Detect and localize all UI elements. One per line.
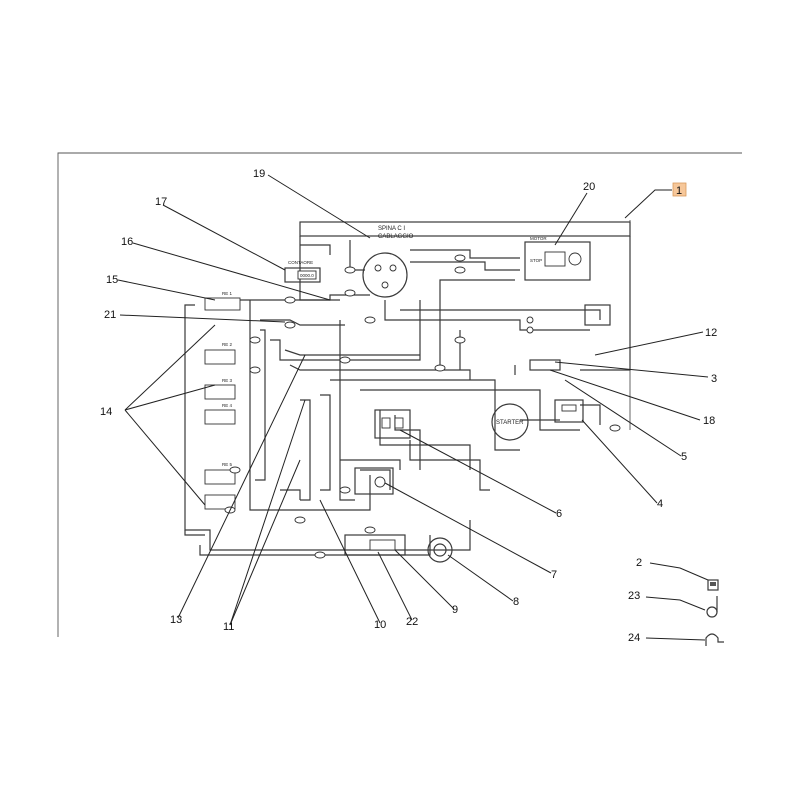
callout-16[interactable]: 16 [121,236,133,248]
harness-wiring [184,221,631,556]
callout-1[interactable]: 1 [676,185,682,197]
callout-19[interactable]: 19 [253,168,265,180]
highlight-box [672,182,687,197]
callout-7[interactable]: 7 [551,569,557,581]
callout-14[interactable]: 14 [100,406,112,418]
callout-22[interactable]: 22 [406,616,418,628]
callout-15[interactable]: 15 [106,274,118,286]
relay-2-label: RE 2 [222,342,233,347]
starter-motor: STARTER [491,403,529,441]
wire-nodes [224,254,621,559]
starter-label: STARTER [496,420,524,426]
solenoid [554,399,584,423]
callout-12[interactable]: 12 [705,327,717,339]
battery-connector [514,359,561,375]
callout-23[interactable]: 23 [628,590,640,602]
callout-6[interactable]: 6 [556,508,562,520]
callout-4[interactable]: 4 [657,498,663,510]
callout-3[interactable]: 3 [711,373,717,385]
relay-bank: RE 1 RE 2 RE 3 RE 4 RE 5 [204,291,241,510]
callout-5[interactable]: 5 [681,451,687,463]
hourmeter-label: CONTAORE [288,260,313,265]
ignition-switch: SPINA C I CABLAGGIO [362,226,414,298]
callout-17[interactable]: 17 [155,196,167,208]
cable-tie-icon [706,596,718,618]
callout-20[interactable]: 20 [583,181,595,193]
callout-8[interactable]: 8 [513,596,519,608]
callout-21[interactable]: 21 [104,309,116,321]
relay-4-label: RE 4 [222,403,233,408]
motor-label: MOTOR [530,236,547,241]
fuse-icon [707,579,719,591]
harness-label: CABLAGGIO [378,234,414,240]
motor-unit: MOTOR STOP [524,236,591,281]
callout-11[interactable]: 11 [223,621,234,633]
relay-5-label: RE 5 [222,462,233,467]
callout-9[interactable]: 9 [452,604,458,616]
seat-switch [354,467,394,495]
ignition-label: SPINA C I [378,226,405,232]
leader-lines [117,174,709,641]
relay-3-label: RE 3 [222,378,233,383]
callout-18[interactable]: 18 [703,415,715,427]
stop-label: STOP [530,258,542,263]
bottom-connector [344,534,453,563]
hourmeter: CONTAORE 0000.0 [284,260,321,283]
right-connector [526,304,611,334]
callout-2[interactable]: 2 [636,557,642,569]
callout-10[interactable]: 10 [374,619,386,631]
clip-icon [705,633,724,646]
pto-switch [374,409,411,439]
callout-13[interactable]: 13 [170,614,182,626]
callouts: 1 2 3 4 5 6 7 8 9 10 11 12 13 14 15 16 1… [100,168,717,644]
callout-24[interactable]: 24 [628,632,640,644]
hourmeter-readout: 0000.0 [300,273,314,278]
relay-1-label: RE 1 [222,291,233,296]
